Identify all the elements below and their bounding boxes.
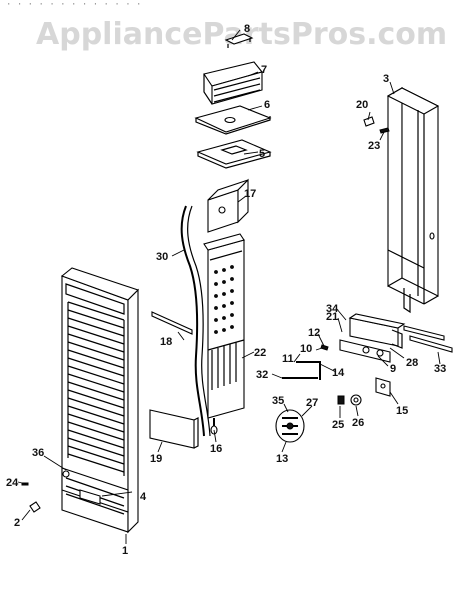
part-3-cabinet-back[interactable] bbox=[386, 87, 440, 314]
callout-27: 27 bbox=[306, 397, 318, 409]
part-5-plate[interactable] bbox=[196, 139, 272, 169]
callout-35: 35 bbox=[272, 395, 284, 407]
callout-11: 11 bbox=[282, 353, 294, 365]
callout-10: 10 bbox=[300, 343, 312, 355]
callout-19: 19 bbox=[150, 453, 162, 465]
part-25-fitting[interactable] bbox=[337, 395, 345, 405]
callout-20: 20 bbox=[356, 99, 368, 111]
callout-15: 15 bbox=[396, 405, 408, 417]
part-19-panel[interactable] bbox=[149, 409, 199, 449]
callout-4: 4 bbox=[140, 491, 147, 503]
part-11-tube[interactable] bbox=[296, 361, 321, 380]
part-36-knob[interactable] bbox=[62, 470, 70, 478]
callout-21: 21 bbox=[326, 311, 338, 323]
part-8-clip[interactable] bbox=[224, 33, 254, 48]
callout-24: 24 bbox=[6, 477, 19, 489]
burner-box-holes bbox=[214, 265, 234, 334]
part-2-knob[interactable] bbox=[29, 501, 41, 513]
louver-slats bbox=[67, 301, 125, 476]
header-top-line: · · · · · · · · · · · · · bbox=[6, 0, 141, 10]
part-13-fan-assembly[interactable] bbox=[275, 409, 305, 443]
callout-18: 18 bbox=[160, 336, 172, 348]
callout-12: 12 bbox=[308, 327, 320, 339]
part-20-clip[interactable] bbox=[363, 116, 375, 127]
callout-8: 8 bbox=[244, 23, 250, 35]
callout-33: 33 bbox=[434, 363, 446, 375]
callout-labels: 8 7 6 5 17 3 20 23 30 22 18 16 19 36 24 … bbox=[6, 23, 446, 557]
part-23-screw[interactable] bbox=[379, 127, 390, 134]
part-1-front-cover[interactable] bbox=[60, 267, 140, 534]
callout-9: 9 bbox=[390, 363, 396, 375]
part-7-top-rail[interactable] bbox=[203, 61, 263, 105]
part-28-strip[interactable] bbox=[403, 325, 445, 341]
part-34-valve-bracket[interactable] bbox=[339, 313, 406, 363]
part-12-screw[interactable] bbox=[320, 344, 329, 351]
part-30-wire[interactable] bbox=[180, 205, 211, 437]
callout-32: 32 bbox=[256, 369, 268, 381]
part-18-strip[interactable] bbox=[151, 311, 193, 335]
callout-22: 22 bbox=[254, 347, 266, 359]
part-26-nut[interactable] bbox=[350, 394, 362, 406]
callout-13: 13 bbox=[276, 453, 288, 465]
callout-25: 25 bbox=[332, 419, 344, 431]
callout-36: 36 bbox=[32, 447, 44, 459]
callout-3: 3 bbox=[383, 73, 389, 85]
callout-7: 7 bbox=[261, 64, 267, 76]
part-22-burner-box[interactable] bbox=[203, 233, 245, 419]
callout-28: 28 bbox=[406, 357, 418, 369]
part-4-door[interactable] bbox=[79, 489, 101, 505]
callout-30: 30 bbox=[156, 251, 168, 263]
callout-26: 26 bbox=[352, 417, 364, 429]
callout-17: 17 bbox=[244, 188, 256, 200]
leader-lines bbox=[17, 29, 441, 544]
callout-16: 16 bbox=[210, 443, 222, 455]
callout-1: 1 bbox=[122, 545, 128, 557]
callout-5: 5 bbox=[259, 148, 265, 160]
part-17-bracket[interactable] bbox=[207, 178, 249, 233]
callout-34: 34 bbox=[326, 303, 339, 315]
callout-23: 23 bbox=[368, 140, 380, 152]
part-15-bracket[interactable] bbox=[375, 377, 391, 397]
callout-6: 6 bbox=[264, 99, 270, 111]
part-6-plate[interactable] bbox=[194, 105, 272, 135]
part-33-strip[interactable] bbox=[409, 335, 453, 353]
callout-2: 2 bbox=[14, 517, 20, 529]
callout-14: 14 bbox=[332, 367, 345, 379]
